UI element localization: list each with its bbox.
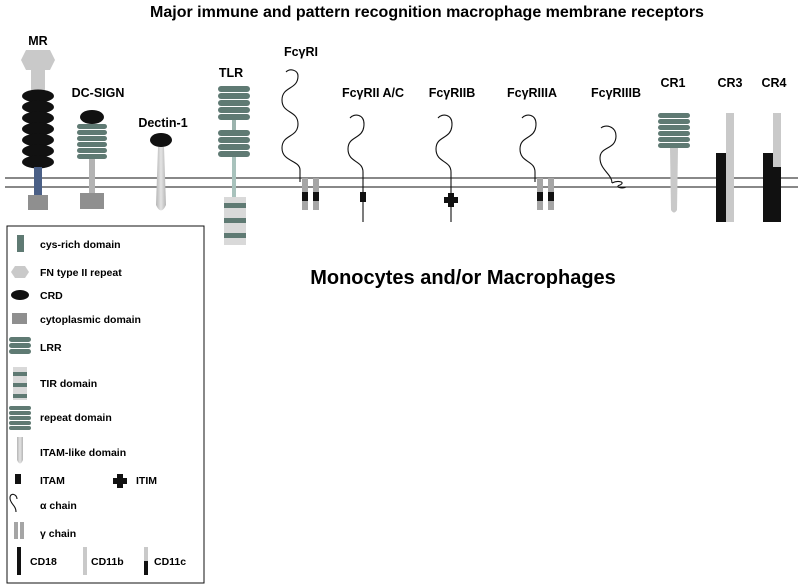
crd-stack	[22, 89, 54, 169]
legend-alpha-swatch	[9, 493, 18, 513]
legend-fn-swatch	[11, 266, 29, 278]
cr3-receptor	[716, 113, 734, 222]
legend-lrr-swatch	[9, 337, 31, 354]
legend-repeat-swatch	[9, 406, 31, 430]
cr4-receptor	[763, 113, 781, 222]
receptor-label-dc-sign: DC-SIGN	[72, 86, 125, 100]
legend: cys-rich domain FN type II repeat CRD cy…	[6, 225, 205, 584]
receptor-label-cr4: CR4	[761, 76, 786, 90]
legend-tir-swatch	[13, 367, 27, 400]
cd18-chain	[763, 153, 773, 222]
legend-crd: CRD	[40, 290, 63, 302]
diagram-subtitle: Monocytes and/or Macrophages	[310, 267, 616, 289]
legend-gamma-swatch	[14, 522, 24, 539]
legend-cytoplasmic-swatch	[12, 313, 27, 324]
cd11b-chain	[726, 113, 734, 222]
receptor-label-fcgriiia: FcγRIIIA	[507, 86, 557, 100]
legend-cd11c-swatch	[144, 547, 148, 561]
legend-repeat: repeat domain	[40, 412, 112, 424]
fcgriiia-receptor	[519, 114, 554, 210]
receptor-label-fcgri: FcγRI	[284, 45, 318, 59]
cd18-chain	[716, 153, 726, 222]
gamma-chain-pair	[537, 178, 554, 210]
legend-itim: ITIM	[136, 475, 157, 487]
cr1-receptor	[658, 113, 690, 213]
legend-cd18-swatch	[17, 547, 21, 575]
dc-sign-receptor	[77, 110, 107, 209]
receptor-label-tlr: TLR	[219, 66, 243, 80]
receptor-label-dectin-1: Dectin-1	[138, 116, 187, 130]
fcgriiib-receptor	[599, 125, 627, 189]
tir-domain	[224, 197, 246, 245]
legend-fn-type-ii: FN type II repeat	[40, 267, 122, 279]
legend-lrr: LRR	[40, 342, 62, 354]
lrr-upper	[218, 86, 250, 120]
legend-alpha-chain: α chain	[40, 500, 77, 512]
legend-crd-swatch	[11, 290, 29, 300]
legend-tir: TIR domain	[40, 378, 97, 390]
gamma-chain-pair	[302, 178, 319, 210]
fcgrii-ac-receptor	[347, 114, 366, 222]
legend-itam-swatch	[15, 474, 21, 484]
fn-type-ii-repeat-shape	[21, 50, 55, 70]
legend-gamma-chain: γ chain	[40, 528, 76, 540]
receptor-label-fcgriiib: FcγRIIIB	[591, 86, 641, 100]
legend-cd11c: CD11c	[154, 556, 186, 568]
legend-cys-rich: cys-rich domain	[40, 239, 121, 251]
itam-mark	[360, 192, 366, 202]
itim-mark	[444, 193, 458, 207]
legend-itam-like-swatch	[17, 437, 23, 464]
diagram-title: Major immune and pattern recognition mac…	[150, 4, 704, 21]
lrr-lower	[218, 130, 250, 157]
legend-cys-rich-swatch	[17, 235, 24, 252]
receptor-label-cr1: CR1	[660, 76, 685, 90]
legend-cd18: CD18	[30, 556, 57, 568]
receptor-label-cr3: CR3	[717, 76, 742, 90]
legend-cd11b: CD11b	[91, 556, 124, 568]
cd11c-chain	[773, 113, 781, 167]
fcgri-receptor	[281, 69, 319, 210]
legend-cd11b-swatch	[83, 547, 87, 575]
legend-itim-swatch	[113, 474, 127, 488]
fcgriib-receptor	[435, 114, 458, 222]
legend-itam: ITAM	[40, 475, 65, 487]
repeat-domain-stack	[77, 124, 107, 159]
mr-receptor	[21, 50, 55, 210]
legend-itam-like: ITAM-like domain	[40, 447, 126, 459]
tlr-receptor	[218, 86, 250, 245]
dectin-1-receptor	[150, 133, 172, 211]
receptor-label-fcgrii-ac: FcγRII A/C	[342, 86, 404, 100]
cell-membrane	[5, 177, 798, 188]
receptor-label-mr: MR	[28, 34, 47, 48]
receptor-label-fcgriib: FcγRIIB	[429, 86, 476, 100]
legend-cytoplasmic: cytoplasmic domain	[40, 314, 141, 326]
